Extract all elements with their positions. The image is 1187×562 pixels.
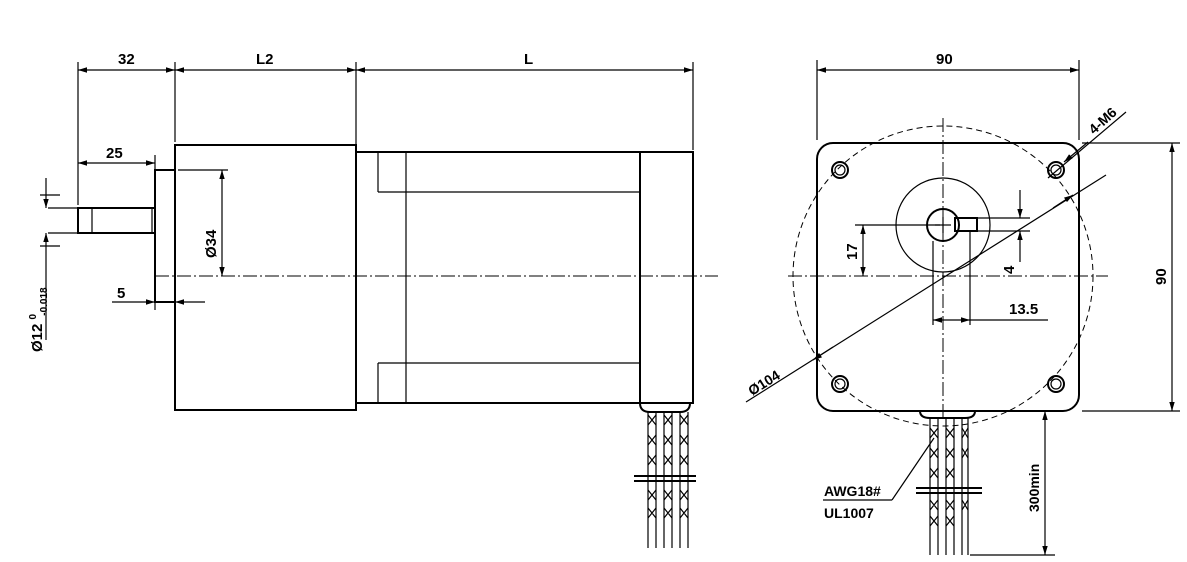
dim-pilot-diameter-label: Ø34 xyxy=(203,229,220,258)
dim-bolt-circle-label: Ø104 xyxy=(745,367,783,399)
dim-pilot-diameter xyxy=(178,169,228,276)
dim-key-width-label: 4 xyxy=(1001,265,1018,274)
dim-front-height xyxy=(1082,142,1180,412)
wire-standard-label: UL1007 xyxy=(824,505,874,521)
dim-gearbox-length: L2 xyxy=(256,51,274,68)
dim-front-width-label: 90 xyxy=(936,51,953,68)
dim-bolt-circle xyxy=(745,174,1107,403)
dim-key-length xyxy=(78,155,156,205)
dim-hole-callout xyxy=(1047,111,1127,179)
dim-key-width xyxy=(977,190,1030,262)
side-view: 32 L2 L 25 Ø34 5 Ø12 xyxy=(23,51,718,548)
dim-shaft-diameter-upper-tol: 0 xyxy=(28,313,39,319)
dim-top-chain xyxy=(77,62,694,205)
dim-key-length-label: 25 xyxy=(106,145,123,162)
wire-callout xyxy=(823,437,935,501)
dim-shaft-diameter-lower-tol: -0.018 xyxy=(39,287,50,316)
dim-key-height xyxy=(855,224,940,276)
dim-pilot-depth xyxy=(112,276,205,310)
dim-front-height-label: 90 xyxy=(1153,268,1170,285)
front-view: 90 90 4-M6 Ø104 17 xyxy=(745,51,1180,556)
side-cable xyxy=(634,402,696,548)
gearbox-body xyxy=(174,144,357,411)
shaft-key xyxy=(954,217,978,232)
mounting-hole-icon xyxy=(831,161,1065,393)
front-cable xyxy=(916,410,982,555)
motor-body xyxy=(355,151,694,404)
wire-gauge-label: AWG18# xyxy=(824,483,881,499)
dim-motor-length: L xyxy=(524,51,533,68)
dim-front-width xyxy=(816,60,1080,140)
bolt-circle xyxy=(792,125,1094,427)
pilot-boss xyxy=(154,169,176,303)
dim-shaft-length: 32 xyxy=(118,51,135,68)
dim-lead-length xyxy=(970,411,1055,556)
dim-key-height-label: 17 xyxy=(844,243,861,260)
shaft xyxy=(40,194,156,247)
dim-key-offset-label: 13.5 xyxy=(1009,301,1038,318)
dim-key-offset xyxy=(932,231,1048,325)
dim-pilot-depth-label: 5 xyxy=(117,285,125,302)
dim-lead-length-label: 300min xyxy=(1026,464,1042,512)
dim-shaft-diameter-base: Ø12 xyxy=(29,324,46,352)
svg-text:Ø12 0 -0.018: Ø12 0 -0.018 xyxy=(23,287,50,352)
flange-square xyxy=(816,142,1080,412)
